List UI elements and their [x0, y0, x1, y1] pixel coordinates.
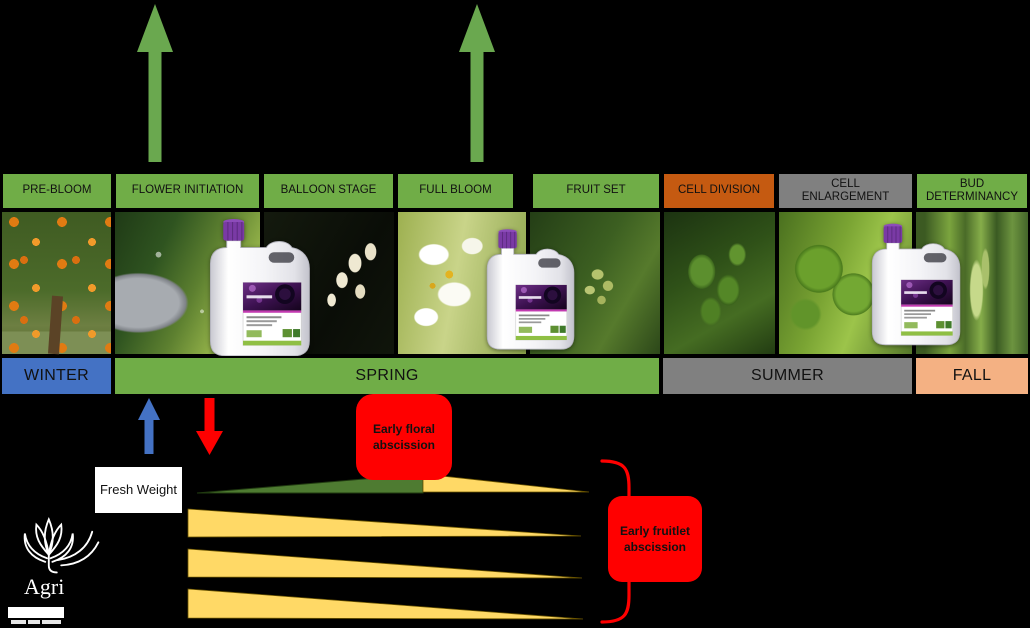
phase-cell-flower-initiation: FLOWER INITIATION [114, 172, 261, 210]
phase-cell-full-bloom: FULL BLOOM [396, 172, 515, 210]
logo-bar [8, 607, 64, 618]
photo-cell-division-fruitlets [662, 210, 777, 356]
product-jug [477, 220, 579, 356]
phase-cell-fruit-set: FRUIT SET [531, 172, 661, 210]
fresh-weight-label: Fresh Weight [95, 467, 182, 513]
lotus-icon [23, 516, 100, 574]
phase-cell-pre-bloom: PRE-BLOOM [1, 172, 113, 210]
logo-brand-text: Agri [24, 574, 65, 599]
season-winter: WINTER [0, 356, 113, 396]
decrease-down-arrow-icon [196, 398, 223, 455]
phase-cell-balloon-stage: BALLOON STAGE [262, 172, 395, 210]
season-spring: SPRING [113, 356, 661, 396]
application-up-arrow-icon [137, 4, 173, 162]
season-fall: FALL [914, 356, 1030, 396]
phase-cell-bud-determinancy: BUD DETERMINANCY [915, 172, 1029, 210]
logo-tagline [11, 620, 61, 624]
agri-logo: Agri [5, 514, 120, 628]
phase-cell-cell-division: CELL DIVISION [662, 172, 776, 210]
photo-pre-bloom-orange-tree [0, 210, 113, 356]
early-fruitlet-abscission-callout: Early fruitlet abscission [608, 496, 702, 582]
product-jug [197, 215, 317, 357]
increase-up-arrow-icon [138, 398, 160, 454]
phase-cell-cell-enlargement: CELL ENLARGEMENT [777, 172, 914, 210]
product-jug [862, 220, 965, 346]
season-summer: SUMMER [661, 356, 914, 396]
application-up-arrow-icon [459, 4, 495, 162]
early-floral-abscission-callout: Early floral abscission [356, 394, 452, 480]
